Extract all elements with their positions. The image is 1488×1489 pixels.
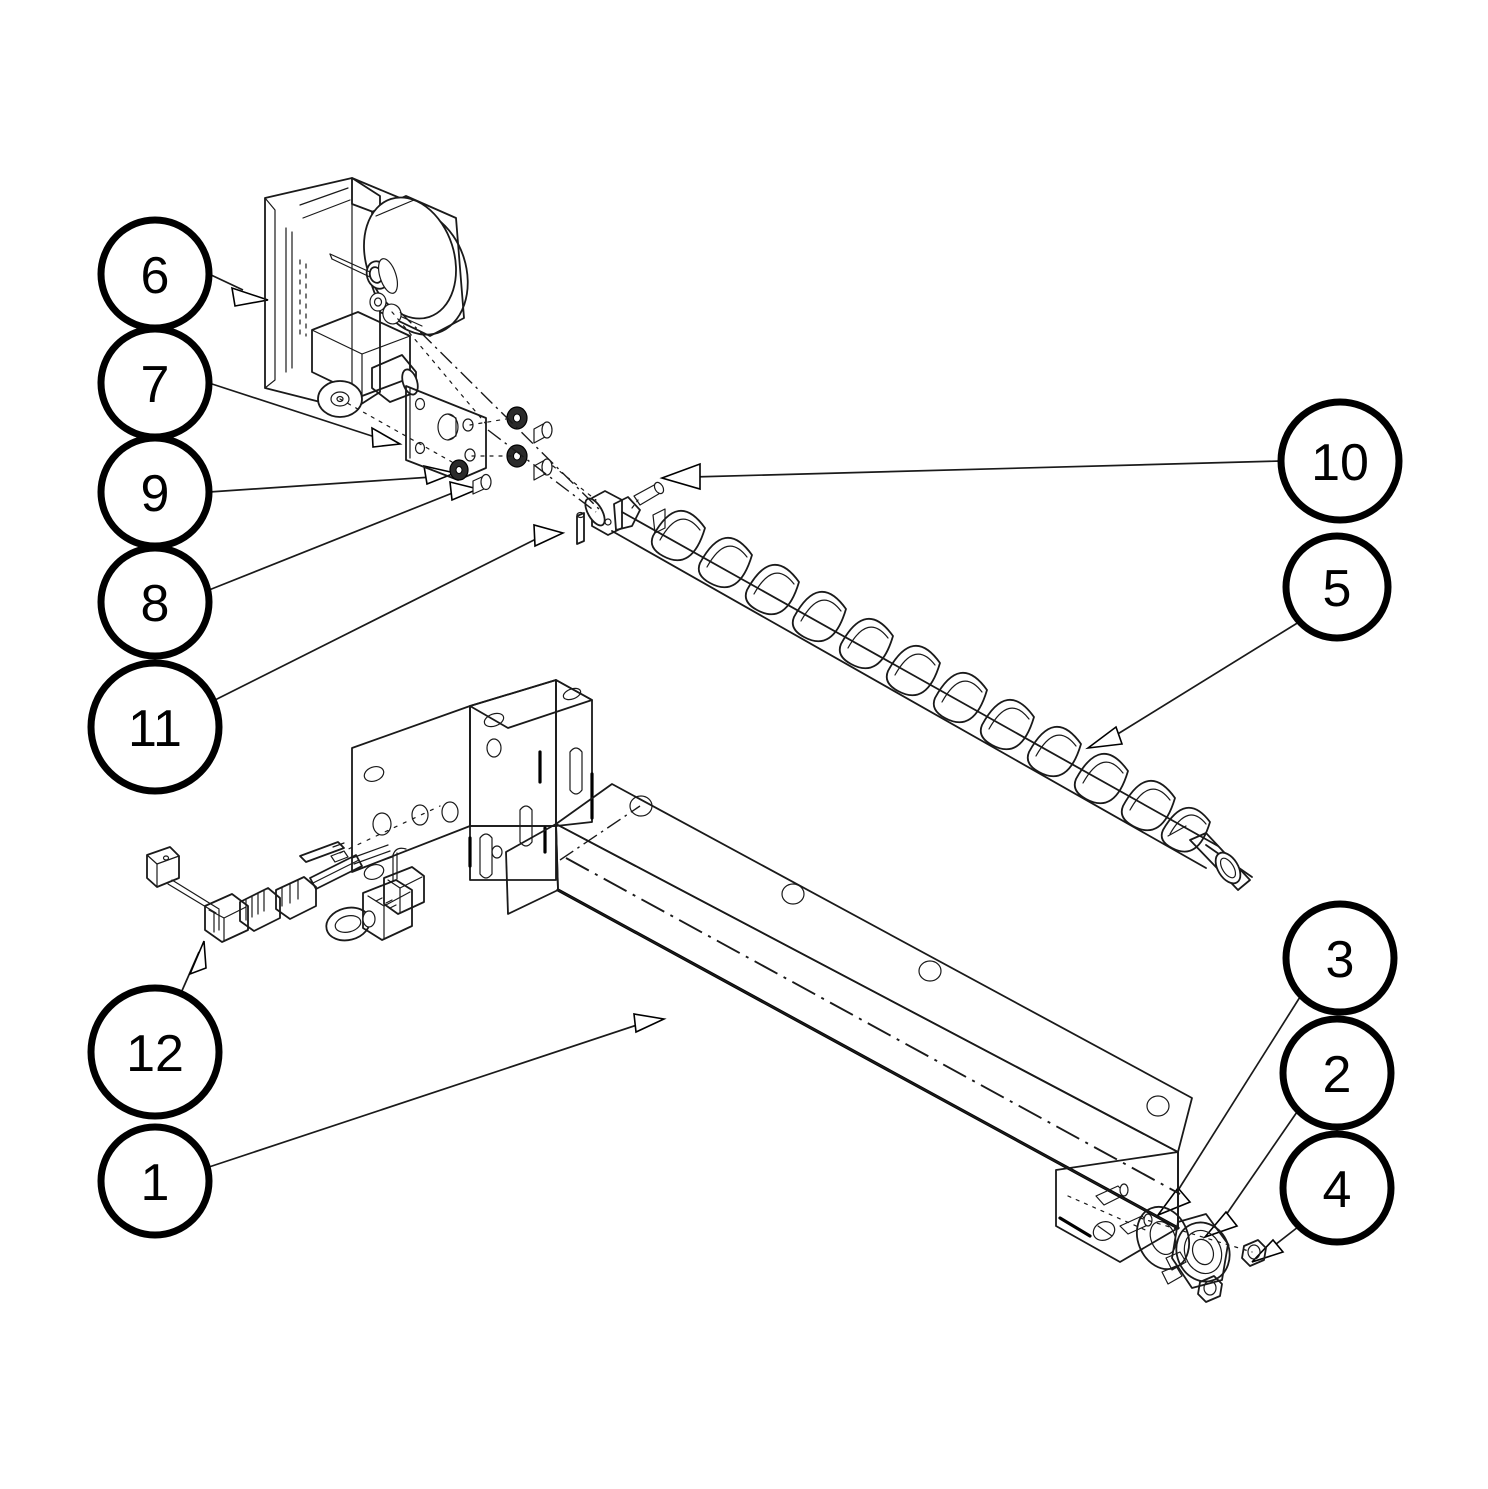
arrowhead-10 xyxy=(659,462,701,491)
leader-6 xyxy=(208,273,244,291)
callout-3[interactable]: 3 xyxy=(1282,900,1398,1016)
callout-10[interactable]: 10 xyxy=(1277,398,1403,524)
callout-12-label: 12 xyxy=(126,1025,184,1083)
arrowhead-11 xyxy=(533,523,566,548)
motor-mount-plate xyxy=(339,311,487,481)
arrowhead-1 xyxy=(633,1013,667,1034)
arrowhead-8 xyxy=(449,480,481,502)
callout-1-label: 1 xyxy=(141,1154,170,1212)
callout-9[interactable]: 9 xyxy=(97,434,213,550)
leader-9 xyxy=(208,476,433,493)
arrowhead-7 xyxy=(371,426,403,448)
leader-2 xyxy=(1216,1111,1298,1229)
callout-6-label: 6 xyxy=(141,247,170,305)
leader-5 xyxy=(1107,621,1300,741)
callout-2[interactable]: 2 xyxy=(1279,1015,1395,1131)
callout-7-label: 7 xyxy=(141,356,170,414)
leader-10 xyxy=(691,460,1282,478)
leader-8 xyxy=(208,491,456,591)
callout-12[interactable]: 12 xyxy=(87,984,223,1120)
callout-10-label: 10 xyxy=(1311,434,1369,492)
leader-3 xyxy=(1169,996,1301,1204)
arrowhead-6 xyxy=(230,286,269,307)
callout-7[interactable]: 7 xyxy=(97,325,213,441)
set-screw xyxy=(631,481,665,509)
auger-screw xyxy=(584,481,1253,891)
arrowhead-12 xyxy=(188,940,207,976)
arrowhead-4 xyxy=(1251,1238,1285,1263)
callout-1[interactable]: 1 xyxy=(97,1123,213,1239)
callout-bubbles: 6 7 9 8 11 12 1 10 xyxy=(87,216,1403,1246)
callout-8-label: 8 xyxy=(141,575,170,633)
callout-11-label: 11 xyxy=(128,700,182,758)
callout-5[interactable]: 5 xyxy=(1282,532,1392,642)
assembly-centerlines xyxy=(399,311,641,861)
callout-4-label: 4 xyxy=(1323,1161,1352,1219)
arrowhead-5 xyxy=(1085,725,1124,750)
bearing-assembly xyxy=(1067,1195,1267,1303)
callout-2-label: 2 xyxy=(1323,1046,1352,1104)
wire-harness xyxy=(146,841,393,943)
leader-11 xyxy=(214,536,541,701)
callout-11[interactable]: 11 xyxy=(87,659,223,795)
gearmotor-assembly xyxy=(264,177,469,418)
callout-3-label: 3 xyxy=(1326,931,1355,989)
callout-4[interactable]: 4 xyxy=(1279,1130,1395,1246)
leader-1 xyxy=(208,1023,641,1168)
callout-6[interactable]: 6 xyxy=(97,216,213,332)
drive-key xyxy=(576,511,585,545)
callout-5-label: 5 xyxy=(1323,560,1352,618)
callout-9-label: 9 xyxy=(141,465,170,523)
leader-7 xyxy=(208,382,379,439)
callout-8[interactable]: 8 xyxy=(97,544,213,660)
leader-lines xyxy=(180,273,1301,1256)
strain-relief-clamp xyxy=(325,847,425,942)
leader-arrowheads xyxy=(188,286,1285,1263)
